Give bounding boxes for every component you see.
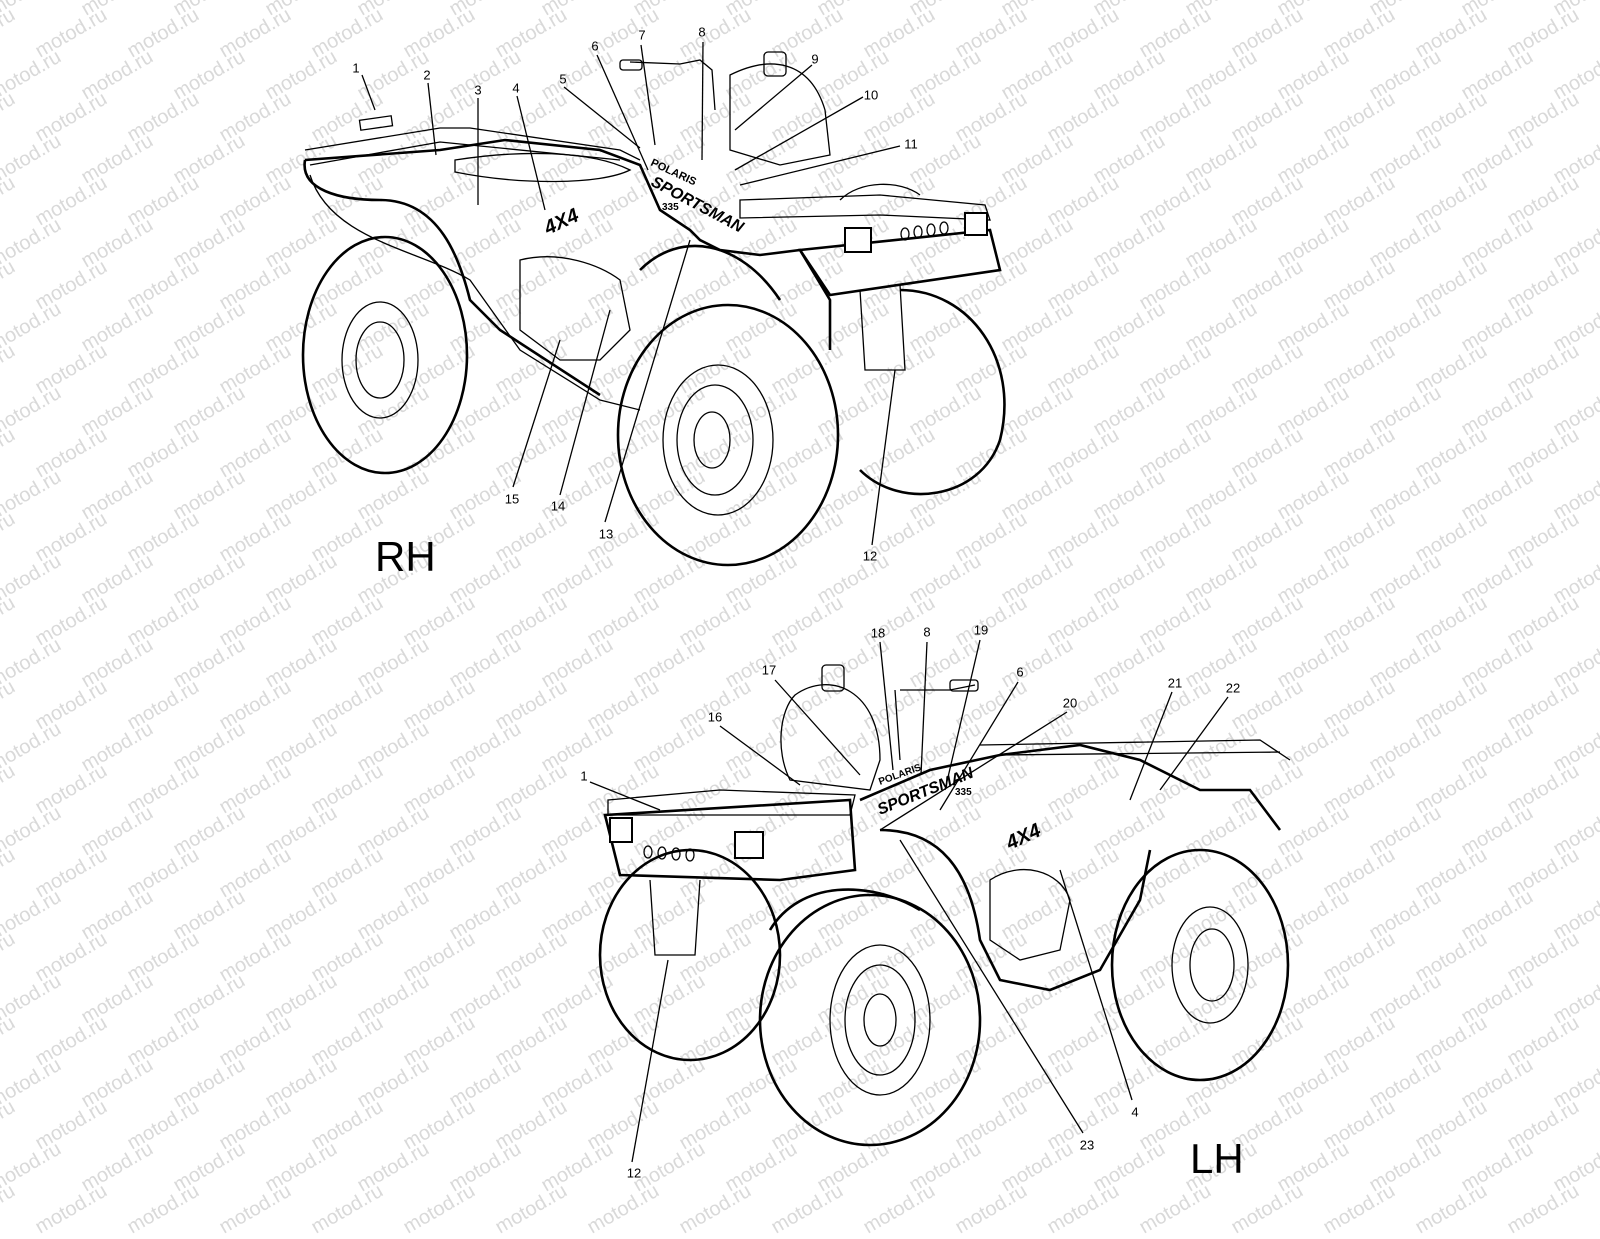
svg-text:335: 335: [662, 202, 679, 213]
callout-lh-19: 19: [973, 622, 989, 638]
rear-wheel-lh: [1110, 848, 1290, 1082]
callout-lh-6: 6: [1016, 664, 1024, 680]
callout-lh-18: 18: [870, 625, 886, 641]
callout-lh-20: 20: [1062, 695, 1078, 711]
rear-wheel-rh: [301, 235, 469, 475]
callout-rh-5: 5: [559, 71, 567, 87]
callout-lh-21: 21: [1167, 675, 1183, 691]
callout-rh-3: 3: [474, 82, 482, 98]
callout-lh-4: 4: [1131, 1104, 1139, 1120]
callout-rh-11: 11: [904, 136, 918, 152]
far-front-wheel-lh: [598, 848, 782, 1062]
callout-rh-13: 13: [598, 526, 614, 542]
front-wheel-rh: [616, 303, 840, 567]
atv-line-art: POLARIS SPORTSMAN 335 4X4: [301, 41, 1291, 1163]
view-label-rh: RH: [375, 533, 436, 580]
leader-lines-rh: [361, 41, 901, 546]
callout-lh-16: 16: [707, 709, 723, 725]
callout-lh-12: 12: [626, 1165, 642, 1181]
callout-rh-10: 10: [863, 87, 879, 103]
callout-rh-1: 1: [352, 60, 360, 76]
callout-rh-8: 8: [698, 24, 706, 40]
callout-lh-22: 22: [1225, 680, 1241, 696]
front-wheel-lh: [758, 893, 982, 1147]
callout-rh-7: 7: [638, 27, 646, 43]
atv-rh-drawing: POLARIS SPORTSMAN 335 4X4: [301, 41, 1006, 567]
callout-lh-23: 23: [1079, 1137, 1095, 1153]
callout-rh-6: 6: [591, 38, 599, 54]
callout-rh-4: 4: [512, 80, 520, 96]
callout-rh-9: 9: [811, 51, 819, 67]
leader-lines-lh: [589, 639, 1229, 1163]
callout-rh-14: 14: [550, 498, 566, 514]
callout-lh-17: 17: [761, 662, 777, 678]
callout-lh-1: 1: [580, 768, 588, 784]
svg-text:335: 335: [955, 787, 972, 798]
callout-lh-8: 8: [923, 624, 931, 640]
callout-rh-2: 2: [423, 67, 431, 83]
svg-text:4X4: 4X4: [540, 205, 582, 240]
callout-rh-15: 15: [504, 491, 520, 507]
svg-text:4X4: 4X4: [1002, 820, 1044, 855]
view-label-lh: LH: [1190, 1135, 1244, 1182]
atv-lh-drawing: POLARIS SPORTSMAN 335 4X4: [589, 639, 1291, 1163]
callout-rh-12: 12: [862, 548, 878, 564]
